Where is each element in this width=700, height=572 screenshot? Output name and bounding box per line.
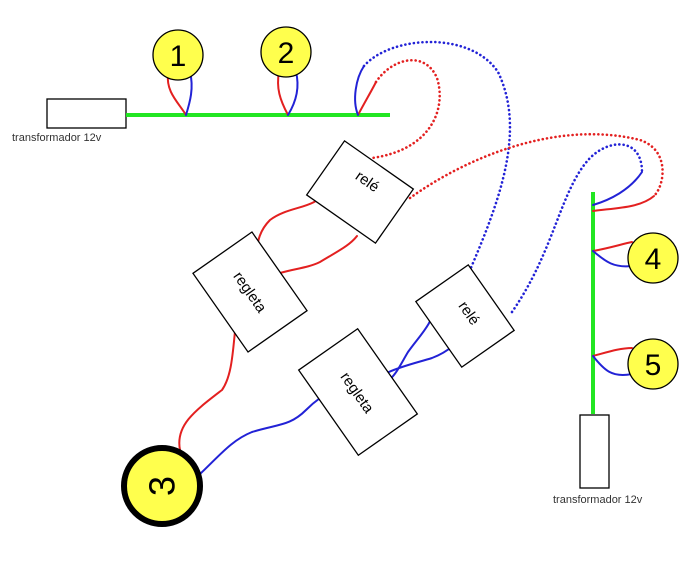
lamp-5-number: 5 bbox=[645, 349, 662, 382]
transformer-left-label: transformador 12v bbox=[12, 132, 102, 144]
dotted-red-bus-to-top-relay bbox=[370, 59, 441, 160]
lamp-4: 4 bbox=[627, 232, 679, 284]
dotted-blue-bus-to-bottom-relay bbox=[362, 40, 512, 272]
lamp-3-circle bbox=[121, 445, 203, 527]
dotted-red-top-relay-to-right-bus bbox=[408, 132, 664, 200]
relay-bottom: relé bbox=[414, 263, 516, 369]
transformer-left-box bbox=[46, 98, 127, 129]
lamp-1: 1 bbox=[152, 29, 204, 81]
lamp-4-number: 4 bbox=[645, 243, 662, 276]
lamp-2: 2 bbox=[260, 26, 312, 78]
bus-right-red-lead bbox=[592, 195, 655, 212]
strip-top-box bbox=[192, 231, 308, 353]
lamp-1-number: 1 bbox=[170, 40, 187, 73]
transformer-right-label: transformador 12v bbox=[553, 494, 643, 506]
strip-bottom: regleta bbox=[297, 327, 419, 457]
relay-top: relé bbox=[305, 139, 415, 245]
strip-bottom-box bbox=[297, 327, 419, 457]
lamp-3-number: 3 bbox=[142, 476, 183, 496]
lamp-2-circle bbox=[260, 26, 312, 78]
dotted-blue-bottom-relay-to-right-bus bbox=[510, 143, 644, 314]
lamp4-blue-lead bbox=[592, 250, 633, 268]
lamp-4-circle bbox=[627, 232, 679, 284]
lamp2-blue-lead bbox=[287, 71, 299, 116]
bus-right-blue-lead bbox=[592, 171, 643, 206]
lamp-3: 3 bbox=[121, 445, 203, 527]
relay-top-box bbox=[305, 139, 415, 245]
transformer-right-box bbox=[579, 414, 610, 489]
lamp-2-number: 2 bbox=[278, 37, 295, 70]
lamp-5: 5 bbox=[627, 338, 679, 390]
relay-bottom-box bbox=[414, 263, 516, 369]
lamp2-red-lead bbox=[277, 71, 289, 116]
lamp5-blue-lead bbox=[592, 355, 633, 376]
bus-top-red-lead bbox=[357, 81, 377, 116]
lamp5-red-lead bbox=[592, 347, 633, 357]
bus-top-blue-lead bbox=[354, 65, 365, 116]
strip-top: regleta bbox=[192, 231, 308, 353]
lamp-5-circle bbox=[627, 338, 679, 390]
lamp4-red-lead bbox=[592, 241, 633, 252]
lamp-1-circle bbox=[152, 29, 204, 81]
